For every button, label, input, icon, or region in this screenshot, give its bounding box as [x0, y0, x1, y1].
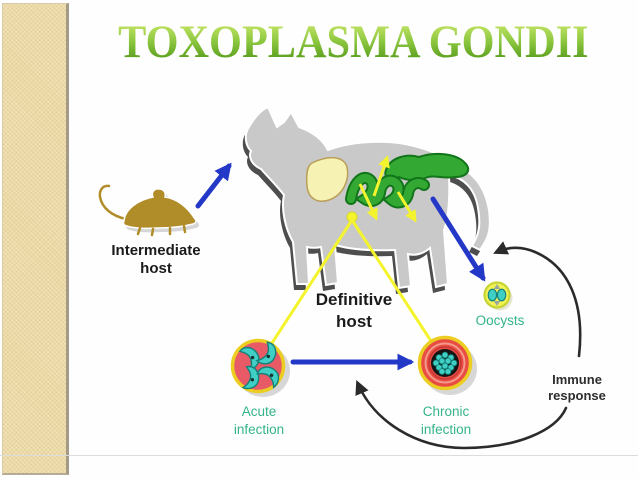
label-line: infection — [233, 422, 285, 438]
label-oocysts: Oocysts — [460, 313, 540, 329]
label-line: infection — [420, 422, 472, 438]
gut-arrow-down-right — [396, 191, 417, 223]
label-line: Oocysts — [475, 313, 525, 328]
sporocyst-right — [496, 288, 507, 302]
mouse-icon — [98, 184, 200, 237]
label-line: Acute — [241, 404, 277, 419]
mouse-tail — [98, 184, 128, 221]
bradyzoite-cluster — [432, 351, 458, 375]
label-definitive-host: Definitive host — [292, 289, 416, 333]
label-line: Intermediate — [111, 242, 201, 259]
yellow-line-to-chronic — [350, 219, 433, 342]
label-line: host — [336, 312, 372, 332]
blue-arrow-cat-to-oocysts — [430, 196, 486, 282]
oocyst-icon — [483, 281, 513, 311]
yellow-line-to-acute — [270, 219, 354, 344]
sporocyst-left — [487, 288, 498, 302]
gut-route-yellow — [270, 155, 433, 344]
title-band: TOXOPLASMA GONDII TOXOPLASMA GONDII — [70, 16, 636, 84]
gut-arrow-down-left — [358, 183, 378, 221]
gut-arrow-up — [372, 155, 390, 197]
oocyst-septum-bottom — [493, 301, 501, 306]
label-intermediate-host: Intermediate host — [94, 242, 218, 279]
chronic-swirl-outer — [424, 342, 466, 384]
page-title: TOXOPLASMA GONDII — [117, 16, 589, 68]
immune-arc-to-chronic — [355, 380, 568, 450]
label-line: Chronic — [422, 404, 470, 419]
label-chronic-infection: Chronic infection — [406, 403, 486, 439]
label-acute-infection: Acute infection — [219, 403, 299, 439]
immune-response-arcs — [355, 241, 582, 450]
chronic-infection-icon — [417, 335, 477, 395]
intestine-coil — [347, 173, 428, 207]
tachyzoites — [238, 341, 280, 390]
label-immune-response: Immune response — [534, 372, 620, 404]
label-line: Definitive — [315, 290, 393, 309]
blue-arrows — [195, 162, 486, 371]
intestine-icon — [384, 152, 470, 181]
mouse-legs — [136, 224, 187, 237]
sidebar-decorative-strip — [2, 3, 69, 475]
footer-divider — [0, 455, 638, 456]
mouse-body — [122, 188, 197, 230]
immune-arc-to-oocysts — [493, 241, 582, 358]
chronic-swirl-inner — [428, 346, 462, 380]
lungs-icon — [305, 156, 349, 202]
label-line: host — [140, 260, 172, 278]
acute-infection-icon — [230, 338, 290, 397]
label-line: Immune — [552, 372, 602, 387]
blue-arrow-mouse-to-cat — [195, 162, 232, 209]
label-line: response — [548, 387, 606, 403]
oocyst-septum-top — [493, 284, 501, 289]
